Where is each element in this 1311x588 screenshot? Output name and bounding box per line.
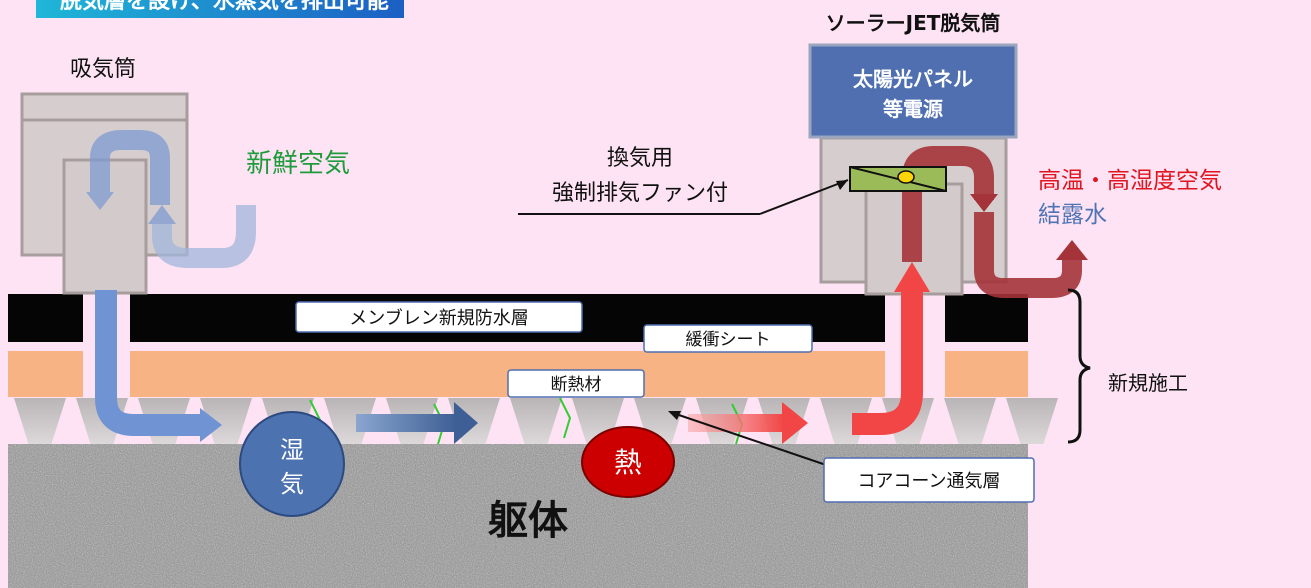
arrow-icon — [970, 194, 998, 212]
moisture-label-2: 気 — [280, 470, 304, 498]
core-cone — [200, 398, 252, 444]
arrow-icon — [894, 262, 930, 292]
structure-slab — [8, 444, 1028, 588]
core-cone — [510, 398, 562, 444]
moisture-label-1: 湿 — [280, 436, 304, 464]
fresh-air-arrows — [86, 130, 256, 268]
heat-flow-arrow — [688, 402, 808, 444]
title-banner: 脱気層を設け、水蒸気を排出可能 — [36, 0, 404, 18]
title-banner-text: 脱気層を設け、水蒸気を排出可能 — [60, 0, 389, 14]
hot-humid-air-label: 高温・高湿度空気 — [1038, 168, 1222, 194]
arrow-icon — [782, 402, 808, 444]
insulation-label-box: 断熱材 — [507, 369, 645, 398]
insulation-label: 断熱材 — [551, 375, 602, 395]
arrow-icon — [200, 408, 222, 442]
fan-icon — [849, 166, 947, 192]
core-cone-edge — [559, 397, 572, 439]
fresh-air-label: 新鮮空気 — [246, 149, 350, 179]
core-cone — [14, 398, 66, 444]
condensation-label: 結露水 — [1038, 202, 1107, 228]
cushion-sheet-label: 緩衝シート — [686, 330, 771, 350]
fan-label-2: 強制排気ファン付 — [552, 181, 728, 206]
heat-label: 熱 — [614, 446, 642, 479]
intake-tube-label: 吸気筒 — [70, 57, 136, 82]
fan-leader-line — [518, 179, 849, 215]
exhaust-up-arrow — [852, 262, 930, 435]
moisture-flow-arrow — [356, 402, 478, 444]
core-cone — [944, 398, 996, 444]
core-cone — [324, 398, 376, 444]
fan-label-1: 換気用 — [607, 146, 673, 171]
brace-icon — [1067, 288, 1091, 444]
arrow-icon — [1056, 240, 1088, 260]
new-construction-label: 新規施工 — [1108, 371, 1188, 395]
core-cone-label: コアコーン通気層 — [857, 471, 1000, 492]
membrane-label-box: メンブレン新規防水層 — [295, 301, 583, 333]
cushion-sheet-label-box: 緩衝シート — [643, 324, 813, 353]
core-cone — [1006, 398, 1058, 444]
membrane-label: メンブレン新規防水層 — [349, 307, 528, 329]
structure-label: 躯体 — [488, 498, 568, 544]
solar-jet-tube-label: ソーラーJET脱気筒 — [826, 11, 1001, 35]
core-cone-callout: コアコーン通気層 — [668, 411, 1035, 503]
solar-panel-label-1: 太陽光パネル — [853, 67, 973, 91]
moisture-circle: 湿 気 — [239, 411, 345, 517]
solar-panel-label-2: 等電源 — [883, 97, 943, 121]
arrow-icon — [86, 192, 114, 210]
arrow-icon — [148, 205, 176, 224]
intake-flow-arrow — [95, 290, 222, 442]
arrow-icon — [454, 402, 478, 444]
heat-circle: 熱 — [581, 426, 675, 498]
